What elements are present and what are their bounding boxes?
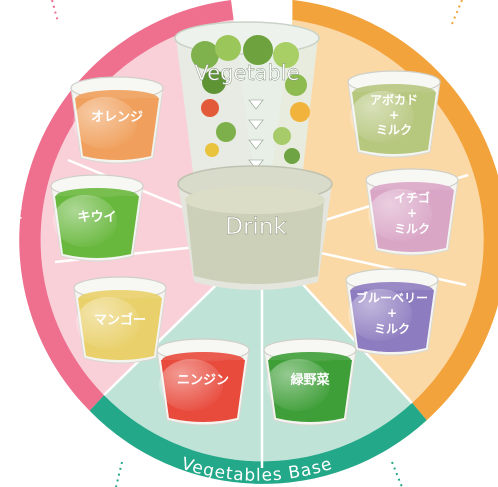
drink-cup-small [365, 168, 459, 256]
drink-cup-small [156, 338, 250, 426]
dotted-lines [51, 0, 463, 487]
milk-drink-label: アボカド [370, 92, 418, 107]
down-arrow-icon [248, 159, 264, 170]
milk-drink-plus: + [387, 306, 397, 320]
small-cups [50, 70, 459, 426]
down-arrow-icon [248, 99, 264, 110]
drink-cup-small [73, 276, 167, 364]
drink-cup-small [50, 174, 144, 262]
cup-labels: オレンジ キウイ マンゴー アボカド + ミルク イチゴ + ミルク ブルーベリ… [77, 92, 430, 388]
down-arrow-icon [248, 139, 264, 150]
milk-drink-plus: + [407, 206, 417, 220]
drink-cup-small [70, 76, 164, 164]
fruit-drink-label: マンゴー [94, 312, 146, 328]
down-arrow-icon [248, 119, 264, 130]
veg-drink-label: 緑野菜 [290, 372, 329, 388]
drink-cup [177, 165, 333, 290]
veg-drink-label: ニンジン [177, 373, 229, 388]
vegetable-label: Vegetable [194, 61, 299, 85]
fruit-drink-label: オレンジ [91, 110, 143, 125]
fruit-drink-label: キウイ [77, 210, 116, 225]
salad-cup [174, 21, 320, 196]
drink-cup-small [347, 70, 441, 158]
milk-drink-label: ミルク [374, 322, 410, 336]
drink-label: Drink [225, 214, 287, 240]
salad-leaves [191, 35, 310, 164]
drink-cup-small [345, 268, 439, 356]
milk-drink-label: ブルーベリー [356, 290, 428, 305]
drink-cup-small [263, 338, 357, 426]
milk-band [292, 0, 498, 421]
milk-drink-plus: + [389, 108, 399, 122]
milk-drink-label: ミルク [376, 123, 412, 137]
milk-drink-label: イチゴ [394, 190, 430, 205]
veg-band [89, 395, 427, 484]
milk-drink-label: ミルク [394, 222, 430, 236]
